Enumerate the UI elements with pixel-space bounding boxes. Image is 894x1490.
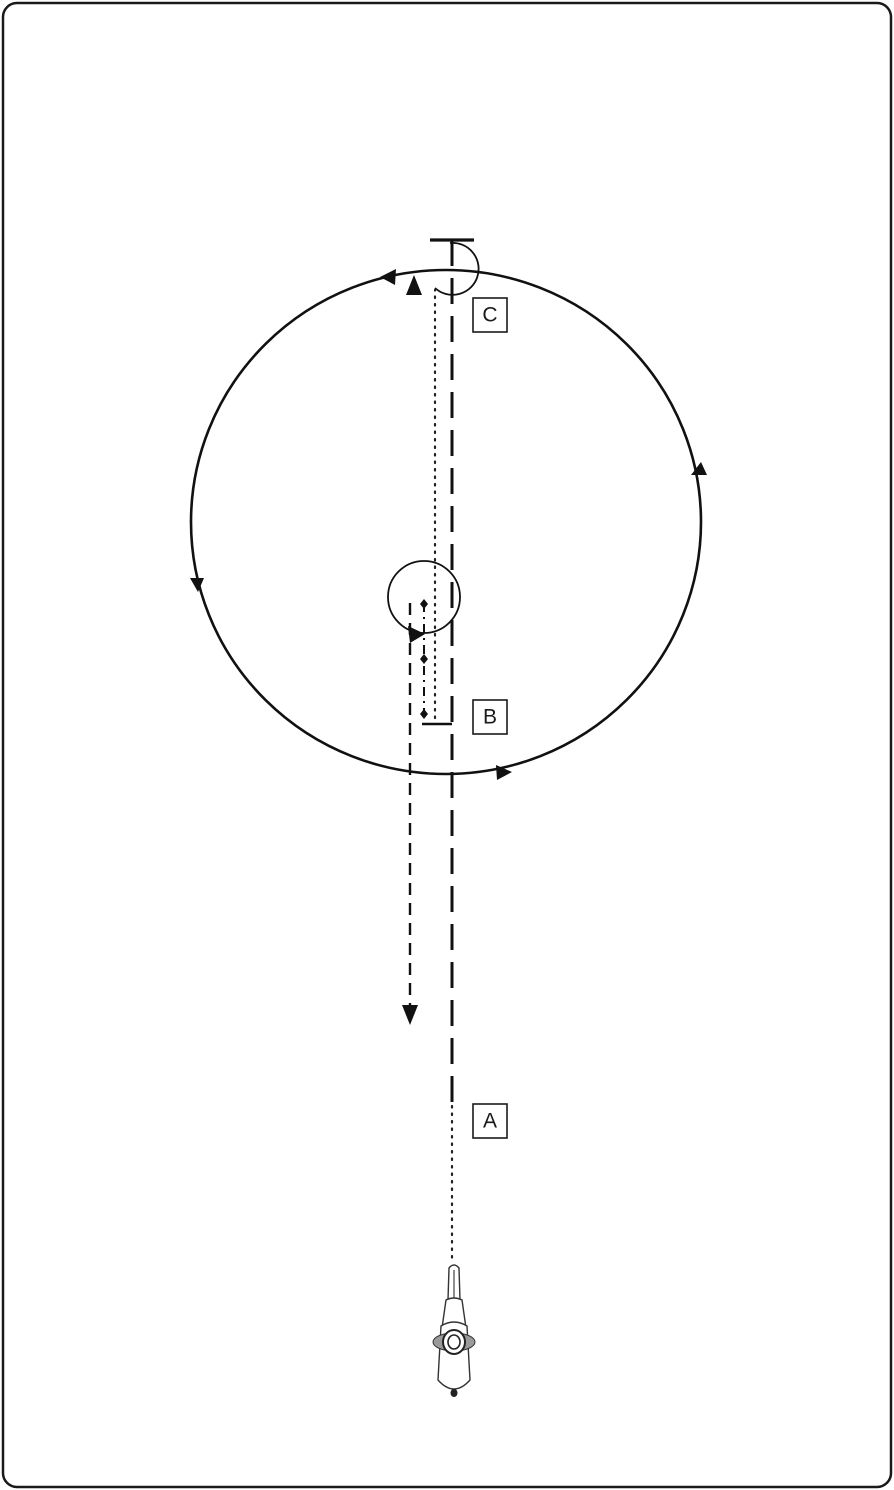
small-circle-volte: [388, 561, 460, 633]
marker-b: B: [473, 700, 507, 734]
return-arrow-up: [406, 275, 422, 295]
marker-b-label: B: [483, 706, 497, 729]
circle-arrow-top: [380, 269, 396, 285]
marker-a: A: [473, 1104, 507, 1138]
horse-and-rider-top-view-icon: [433, 1265, 475, 1397]
marker-c-label: C: [482, 304, 497, 327]
rein-back-point-1: [420, 599, 428, 609]
rein-back-point-2: [420, 654, 428, 664]
marker-c: C: [473, 298, 507, 332]
marker-a-label: A: [483, 1110, 497, 1133]
exit-arrow-down: [402, 1005, 418, 1025]
arena-border: [3, 3, 891, 1487]
circle-arrow-left: [190, 578, 204, 592]
large-circle-path: [191, 270, 701, 774]
rein-back-point-3: [420, 709, 428, 719]
